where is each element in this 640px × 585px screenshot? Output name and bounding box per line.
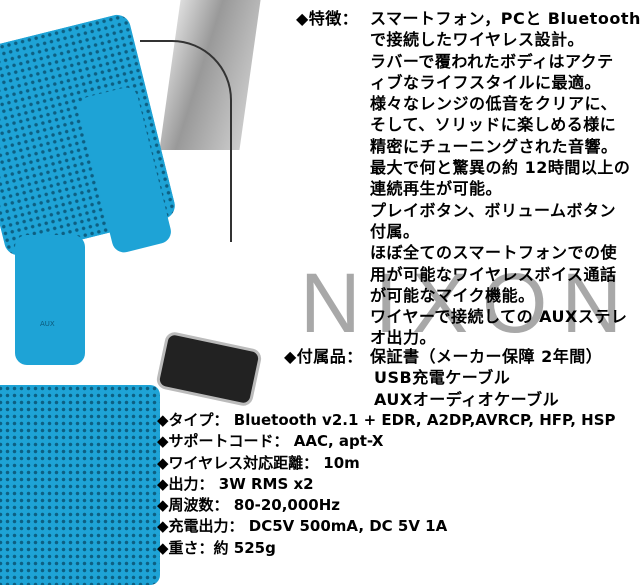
spec-charging: ◆充電出力： DC5V 500mA, DC 5V 1A — [157, 517, 448, 536]
feature-line: ほぼ全てのスマートフォンでの使 — [370, 243, 618, 263]
spec-frequency: ◆周波数： 80-20,000Hz — [157, 496, 341, 515]
nixon-logo: NIXON — [300, 256, 637, 350]
aux-label: AUX — [40, 320, 55, 328]
feature-line: 最大で何と驚異の約 12時間以上の — [370, 158, 631, 178]
feature-line: プレイボタン、ボリュームボタン — [370, 200, 617, 220]
accessories-text: 保証書（メーカー保障 2年間） USB充電ケーブル AUXオーディオケーブル — [370, 346, 602, 410]
cable-image — [140, 40, 232, 242]
speaker-image-small: AUX — [15, 235, 85, 365]
feature-line: 付属。 — [370, 221, 420, 241]
feature-line: 連続再生が可能。 — [370, 179, 503, 199]
feature-line: ラバーで覆われたボディはアクテ — [370, 51, 614, 71]
feature-line: 様々なレンジの低音をクリアに、 — [370, 94, 618, 114]
spec-type: ◆タイプ： Bluetooth v2.1 + EDR, A2DP,AVRCP, … — [157, 411, 616, 429]
feature-line: そして、ソリッドに楽しめる様に — [370, 115, 617, 135]
feature-line: オ出力。 — [370, 328, 437, 348]
spec-output: ◆出力： 3W RMS x2 — [157, 474, 314, 493]
accessory-line: AUXオーディオケーブル — [374, 389, 560, 409]
spec-range: ◆ワイヤレス対応距離： 10m — [157, 453, 360, 472]
feature-line: 用が可能なワイヤレスボイス通話 — [370, 264, 617, 284]
specs-list: ◆タイプ： Bluetooth v2.1 + EDR, A2DP,AVRCP, … — [157, 410, 616, 559]
feature-line: ワイヤーで接続しての AUXステレ — [370, 307, 628, 327]
feature-line: スマートフォン，PCと Bluetooth — [370, 9, 640, 28]
spec-codec: ◆サポートコード： AAC, apt-X — [157, 432, 384, 451]
accessories-label: ◆付属品： — [284, 347, 363, 366]
feature-line: で接続したワイヤレス設計。 — [370, 30, 585, 50]
speaker-image-bottom — [0, 385, 160, 585]
feature-line: ィブなライフスタイルに最適。 — [370, 72, 602, 92]
feature-line: が可能なマイク機能。 — [370, 285, 535, 305]
features-label: ◆特徴： — [296, 9, 359, 28]
accessory-line: USB充電ケーブル — [374, 368, 511, 388]
accessory-line: 保証書（メーカー保障 2年間） — [370, 347, 603, 366]
phone-image — [155, 330, 263, 408]
spec-weight: ◆重さ：約 525g — [157, 538, 276, 557]
feature-line: 精密にチューニングされた音響。 — [370, 136, 618, 156]
features-text: スマートフォン，PCと Bluetooth で接続したワイヤレス設計。 ラバーで… — [370, 8, 640, 349]
